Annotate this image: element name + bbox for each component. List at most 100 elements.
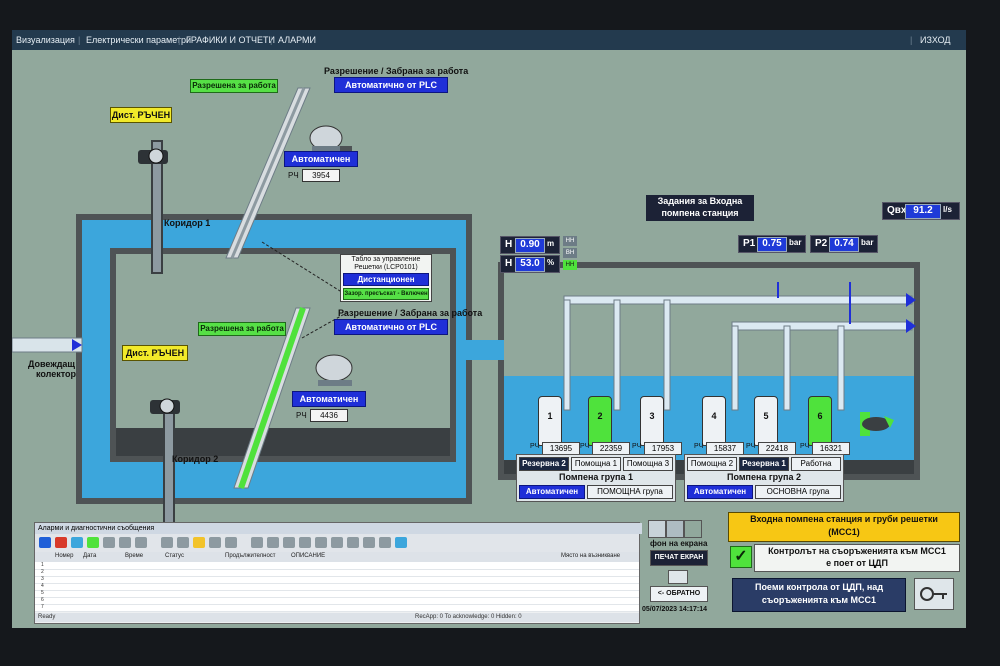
back-button[interactable]: <- ОБРАТНО [650,586,708,602]
bottom-plc-button[interactable]: Автоматично от PLC [334,319,448,335]
pump-3[interactable]: 3 [640,396,664,446]
station-banner-line-1: Входна помпена станция и груби решетки [750,514,938,524]
prev-icon[interactable] [267,537,279,548]
up-icon[interactable] [315,537,327,548]
menu-exit[interactable]: ИЗХОД [920,35,951,45]
help-icon[interactable] [39,537,51,548]
settings-icon[interactable] [225,537,237,548]
take-control-button[interactable]: Поеми контрола от ЦДП, над съоръженията … [732,578,906,612]
group1-title: Помпена група 1 [559,472,633,482]
control-status-line-1: Контролът на съоръженията към МСС1 [768,546,946,556]
col-description[interactable]: ОПИСАНИЕ [291,553,326,559]
table-icon[interactable] [209,537,221,548]
menu-visualization[interactable]: Визуализация [16,35,75,45]
checkmark-icon: ✓ [730,546,752,568]
col-status[interactable]: Статус [165,553,184,559]
row-number: 5 [41,590,44,596]
top-plc-button[interactable]: Автоматично от PLC [334,77,448,93]
pump-number: 2 [597,411,603,421]
bottom-gate-badge[interactable]: Дист. РЪЧЕН [122,345,188,361]
top-mode-button[interactable]: Автоматичен [284,151,358,167]
alarm-status-left: Ready [38,614,56,620]
level-h1-label: H [505,239,513,250]
first-icon[interactable] [251,537,263,548]
pause-icon[interactable] [379,537,391,548]
group1-tab-2[interactable]: Помощна 1 [571,457,621,471]
copy-icon[interactable] [177,537,189,548]
inlet-arrow-icon [72,339,82,351]
print-icon[interactable] [193,537,205,548]
print-screen-button[interactable]: ПЕЧАТ ЕКРАН [650,550,708,566]
group2-tab-1[interactable]: Помощна 2 [687,457,737,471]
alarm-toolbar [35,534,639,553]
bottom-mode-button[interactable]: Автоматичен [292,391,366,407]
alarm-status-right: RecApp: 0 To acknowledge: 0 Hidden: 0 [415,614,522,620]
station-title-box: Задания за Входна помпена станция [646,195,754,221]
down-icon[interactable] [331,537,343,548]
col-number[interactable]: Номер [55,553,74,559]
level-h1-unit: m [547,239,555,248]
filter-icon[interactable] [103,537,115,548]
alarm-log-panel: Аларми и диагностични съобщения [34,522,642,624]
row-number: 2 [41,569,44,575]
lock-icon[interactable] [135,537,147,548]
export-icon[interactable] [161,537,173,548]
key-icon[interactable] [914,578,954,610]
table-row[interactable]: 1 [35,562,639,570]
table-row[interactable]: 3 [35,576,639,584]
swatch-medium[interactable] [666,520,684,538]
ack-icon[interactable] [87,537,99,548]
table-row[interactable]: 7 [35,604,639,612]
group1-tab-3[interactable]: Помощна 3 [623,457,673,471]
pump-1[interactable]: 1 [538,396,562,446]
pump-5[interactable]: 5 [754,396,778,446]
top-gate-badge[interactable]: Дист. РЪЧЕН [110,107,172,123]
group2-tab-2[interactable]: Резервна 1 [739,457,789,471]
swatch-green[interactable] [684,520,702,538]
group2-mode-button[interactable]: Автоматичен [687,485,753,499]
refresh-icon[interactable] [395,537,407,548]
last-icon[interactable] [299,537,311,548]
menu-graphs[interactable]: ГРАФИКИ И ОТЧЕТИ [186,35,275,45]
pump-4[interactable]: 4 [702,396,726,446]
table-row[interactable]: 4 [35,583,639,591]
alarm-icon[interactable] [55,537,67,548]
col-duration[interactable]: Продължителност [225,553,276,559]
col-time[interactable]: Време [125,553,144,559]
group2-tab-3[interactable]: Работна [791,457,841,471]
sort-icon[interactable] [119,537,131,548]
show-icon[interactable] [363,537,375,548]
swatch-light[interactable] [648,520,666,538]
group1-tab-1[interactable]: Резервна 2 [519,457,569,471]
inlet-label-2: колектор [36,369,77,379]
pump-number: 1 [547,411,553,421]
p2-unit: bar [861,238,874,247]
table-row[interactable]: 2 [35,569,639,577]
pressure-p2: P2 0.74 bar [810,235,878,253]
col-location[interactable]: Място на възникване [561,553,621,559]
control-panel-box: Табло за управление Решетки (LCP0101) Ди… [340,254,432,302]
pump-2[interactable]: 2 [588,396,612,446]
table-row[interactable]: 5 [35,590,639,598]
col-date[interactable]: Дата [83,553,97,559]
remote-mode-button[interactable]: Дистанционен [343,273,429,286]
table-row[interactable]: 6 [35,597,639,605]
level-h2-unit: % [547,258,555,267]
menu-electrical[interactable]: Електрически параметри [86,35,192,45]
row-number: 6 [41,597,44,603]
pump-rch-label: РЧ [580,443,590,450]
screen-bg-label: фон на екрана [650,539,708,548]
next-icon[interactable] [283,537,295,548]
station-title-1: Задания за Входна [657,196,743,206]
control-panel-status: Зазор. пресъскат - Включен [343,288,429,300]
list-icon[interactable] [71,537,83,548]
p1-value: 0.75 [757,237,787,252]
row-number: 7 [41,604,44,610]
menu-alarms[interactable]: АЛАРМИ [278,35,316,45]
group1-mode-button[interactable]: Автоматичен [519,485,585,499]
pump-6[interactable]: 6 [808,396,832,446]
printer-icon[interactable] [668,570,688,584]
hide-icon[interactable] [347,537,359,548]
take-control-line-2: съоръженията към МСС1 [761,595,877,605]
p1-unit: bar [789,238,802,247]
